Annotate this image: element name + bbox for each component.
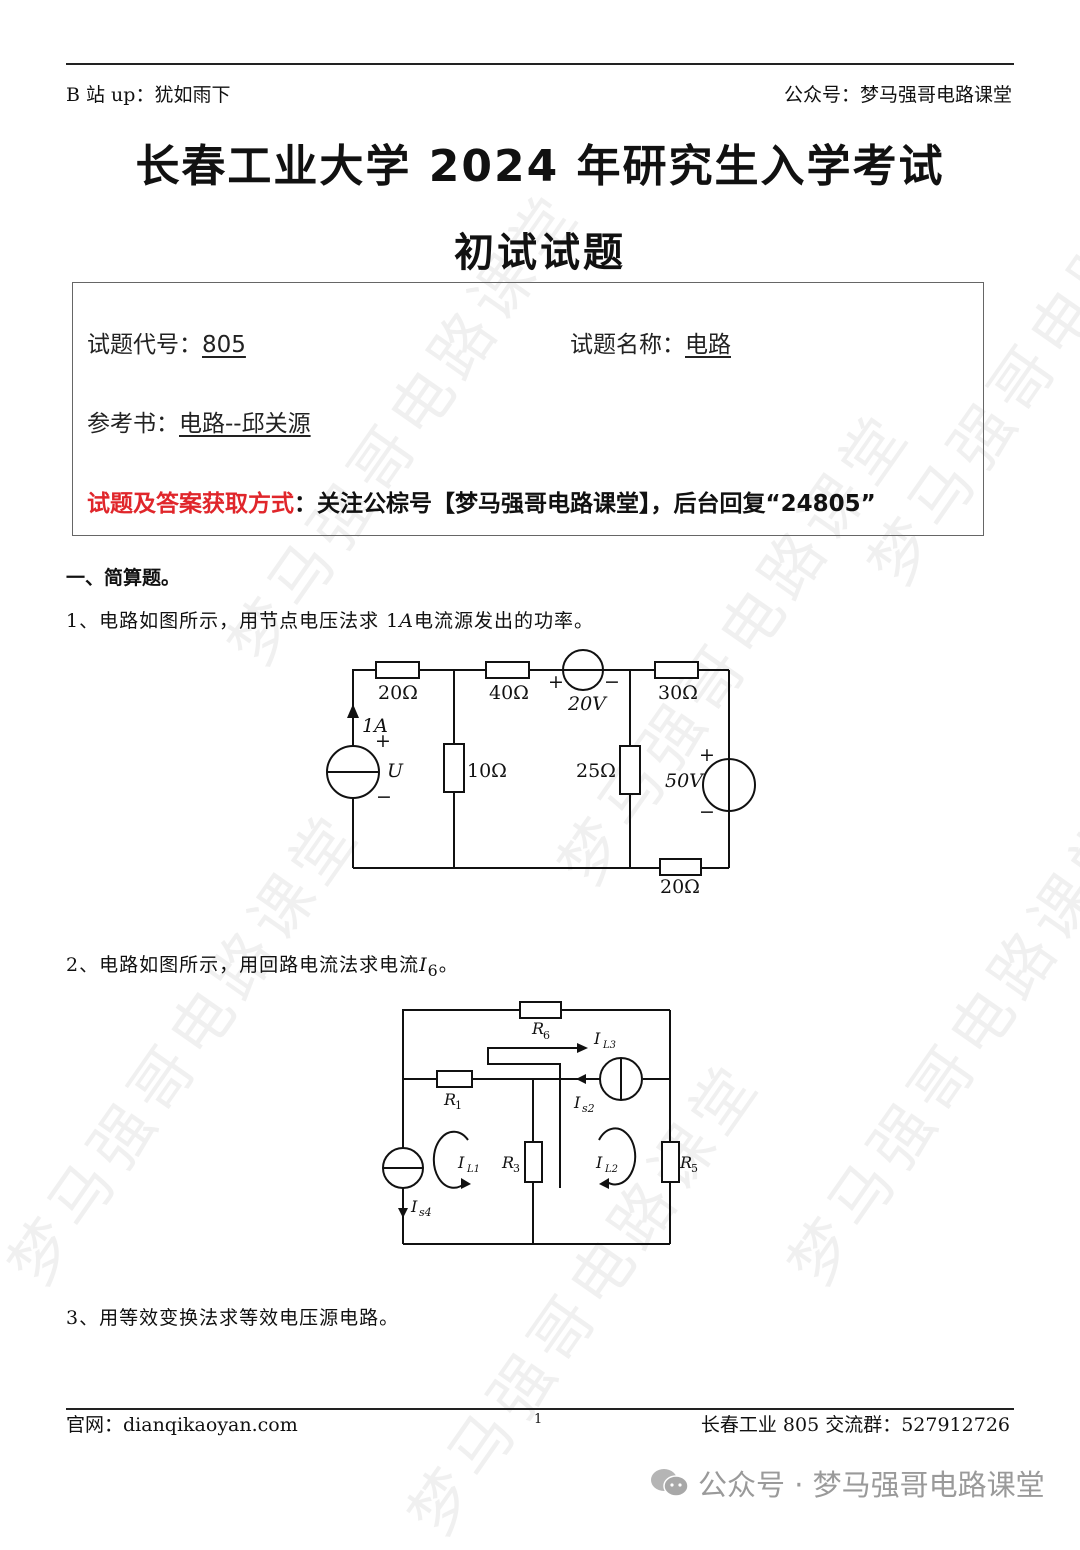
wechat-icon: [651, 1469, 689, 1497]
exam-code: 试题代号：805: [87, 325, 246, 359]
svg-text:6: 6: [543, 1029, 550, 1042]
svg-text:R: R: [443, 1090, 456, 1109]
svg-text:+: +: [699, 744, 715, 766]
page-subtitle: 初试试题: [454, 230, 626, 276]
svg-text:I: I: [593, 1029, 601, 1048]
svg-text:s2: s2: [582, 1102, 595, 1115]
question-text: 电路如图所示，用回路电流法求电流: [99, 954, 420, 976]
svg-text:20Ω: 20Ω: [660, 876, 700, 898]
question-3: 3、用等效变换法求等效电压源电路。: [66, 1303, 399, 1330]
svg-text:R: R: [501, 1153, 514, 1172]
page-number: 1: [534, 1412, 543, 1427]
svg-text:R: R: [679, 1153, 692, 1172]
svg-text:I: I: [457, 1153, 465, 1172]
svg-text:L3: L3: [602, 1040, 616, 1051]
exam-code-label: 试题代号：: [87, 332, 202, 358]
svg-text:10Ω: 10Ω: [467, 760, 507, 782]
question-number: 3、: [66, 1307, 100, 1329]
exam-name-label: 试题名称：: [570, 332, 685, 358]
svg-text:R: R: [531, 1019, 544, 1038]
footer-group: 长春工业 805 交流群：527912726: [700, 1414, 1010, 1436]
exam-info-box: [72, 282, 984, 536]
circuit-diagram-1: 20Ω 40Ω 20V 30Ω 1A + U − 10Ω 25Ω 50V + −…: [326, 649, 756, 898]
svg-text:5: 5: [691, 1162, 698, 1175]
svg-text:−: −: [699, 801, 715, 823]
question-2: 2、电路如图所示，用回路电流法求电流I6。: [66, 950, 459, 980]
header-right: 公众号：梦马强哥电路课堂: [783, 84, 1012, 106]
svg-text:L1: L1: [466, 1164, 480, 1175]
answer-notice-text: ：关注公棕号【梦马强哥电路课堂】，后台回复“24805”: [294, 491, 876, 517]
question-number: 1、: [66, 610, 100, 632]
footer-rule: [66, 1408, 1014, 1410]
wechat-brand: 公众号 · 梦马强哥电路课堂: [650, 1462, 1045, 1504]
question-text: 电路如图所示，用节点电压法求 1: [99, 610, 400, 632]
question-text: 电流源发出的功率。: [413, 610, 594, 632]
svg-text:20V: 20V: [567, 693, 608, 715]
svg-text:−: −: [376, 786, 392, 808]
question-text: 用等效变换法求等效电压源电路。: [99, 1307, 400, 1329]
question-1: 1、电路如图所示，用节点电压法求 1A电流源发出的功率。: [66, 606, 594, 633]
page-title: 长春工业大学 2024 年研究生入学考试: [135, 141, 945, 192]
exam-name-value: 电路: [685, 332, 731, 358]
header-left: B 站 up：犹如雨下: [66, 84, 231, 106]
svg-text:s4: s4: [419, 1206, 432, 1219]
svg-text:1A: 1A: [362, 715, 388, 737]
svg-text:I: I: [573, 1093, 581, 1112]
question-text: 。: [438, 954, 459, 976]
svg-text:40Ω: 40Ω: [489, 682, 529, 704]
svg-text:1: 1: [455, 1099, 462, 1112]
exam-code-value: 805: [202, 332, 246, 358]
svg-text:+: +: [548, 671, 564, 693]
reference-book-value: 电路--邱关源: [179, 411, 311, 437]
question-number: 2、: [66, 954, 100, 976]
question-var: I: [419, 954, 428, 976]
svg-text:I: I: [595, 1153, 603, 1172]
header-rule: [66, 63, 1014, 65]
watermark: 梦马强哥电路课堂: [774, 797, 1080, 1299]
reference-book-label: 参考书：: [87, 411, 179, 437]
svg-text:−: −: [604, 671, 620, 693]
svg-text:+: +: [375, 730, 391, 752]
exam-name: 试题名称：电路: [570, 325, 731, 359]
svg-text:3: 3: [513, 1162, 520, 1175]
reference-book: 参考书：电路--邱关源: [87, 404, 311, 438]
svg-text:50V: 50V: [665, 770, 705, 792]
answer-notice: 试题及答案获取方式：关注公棕号【梦马强哥电路课堂】，后台回复“24805”: [87, 484, 876, 518]
svg-text:30Ω: 30Ω: [658, 682, 698, 704]
svg-text:20Ω: 20Ω: [378, 682, 418, 704]
svg-text:U: U: [387, 760, 404, 782]
section-title: 一、简算题。: [66, 567, 181, 589]
question-var: A: [399, 610, 414, 632]
question-var-sub: 6: [427, 960, 439, 980]
svg-text:L2: L2: [604, 1164, 618, 1175]
wechat-brand-text: 公众号 · 梦马强哥电路课堂: [698, 1468, 1045, 1502]
svg-text:I: I: [410, 1197, 418, 1216]
answer-notice-label: 试题及答案获取方式: [87, 491, 294, 517]
svg-text:25Ω: 25Ω: [576, 760, 616, 782]
footer-website: 官网：dianqikaoyan.com: [66, 1414, 298, 1436]
